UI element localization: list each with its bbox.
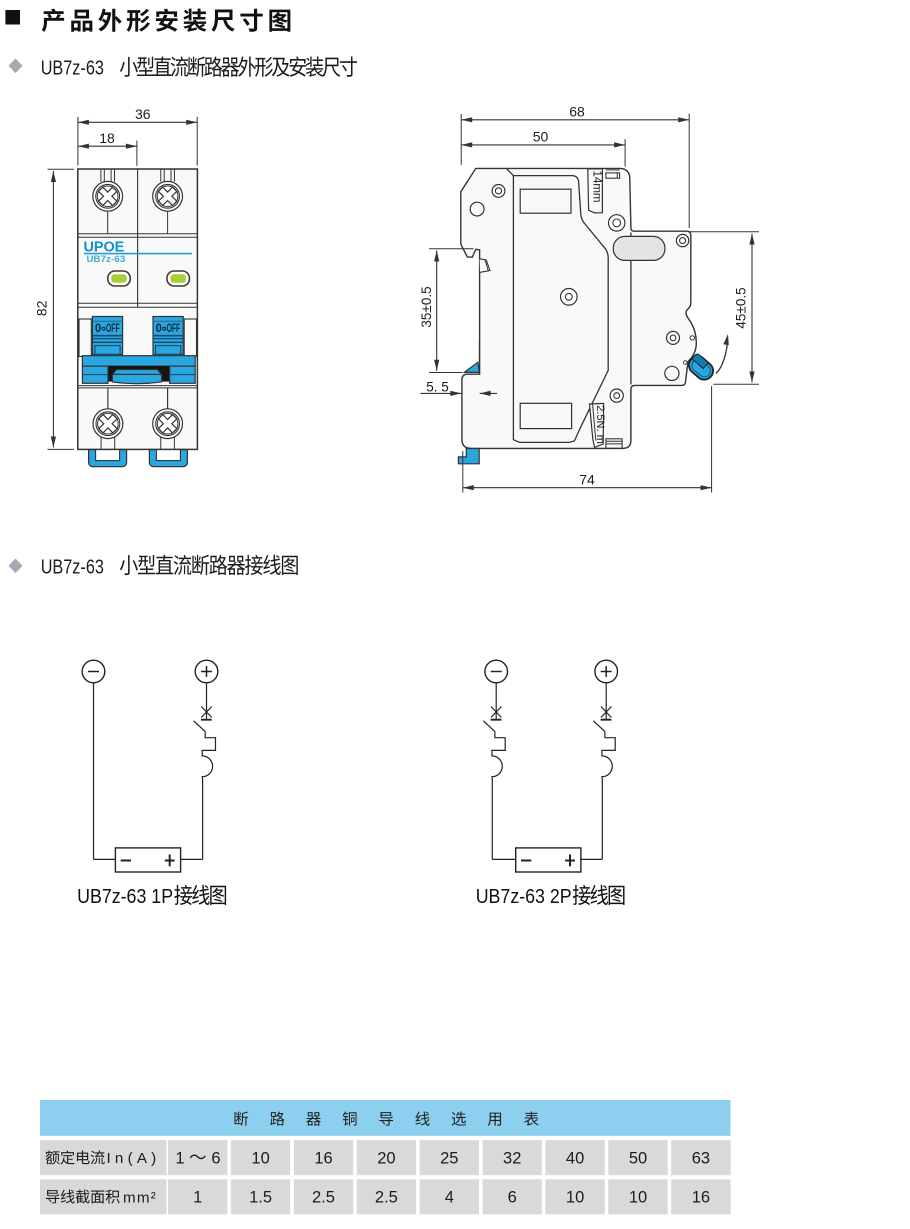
svg-text:36: 36	[135, 106, 151, 122]
svg-text:6: 6	[508, 1189, 517, 1207]
svg-text:6: 6	[211, 1150, 220, 1168]
svg-text:UB7z-63: UB7z-63	[87, 254, 126, 265]
svg-text:40: 40	[566, 1150, 584, 1168]
svg-text:OFF: OFF	[167, 323, 181, 335]
svg-text:16: 16	[314, 1150, 332, 1168]
svg-text:In(A): In(A)	[107, 1150, 161, 1167]
svg-text:16: 16	[692, 1189, 710, 1207]
svg-text:10: 10	[629, 1189, 647, 1207]
svg-text:10: 10	[251, 1150, 269, 1168]
svg-text:UB7z-63: UB7z-63	[41, 557, 104, 579]
svg-text:1.5: 1.5	[249, 1189, 272, 1207]
svg-text:35±0.5: 35±0.5	[419, 286, 434, 327]
svg-text:32: 32	[503, 1150, 521, 1168]
svg-text:OFF: OFF	[106, 323, 120, 335]
svg-text:63: 63	[692, 1150, 710, 1168]
svg-text:2.5: 2.5	[375, 1189, 398, 1207]
svg-text:14mm: 14mm	[590, 171, 602, 203]
svg-text:UB7z-63: UB7z-63	[41, 58, 104, 80]
svg-text:1: 1	[175, 1150, 184, 1168]
svg-text:25: 25	[440, 1150, 458, 1168]
svg-text:1: 1	[193, 1189, 202, 1207]
svg-text:UPOE: UPOE	[84, 240, 125, 256]
svg-text:5. 5: 5. 5	[426, 380, 449, 395]
svg-text:45±0.5: 45±0.5	[734, 287, 749, 328]
svg-text:50: 50	[533, 129, 549, 145]
svg-text:2.5N. m: 2.5N. m	[594, 405, 606, 444]
svg-text:UB7z-63 2P: UB7z-63 2P	[476, 886, 572, 908]
svg-text:0: 0	[156, 323, 162, 335]
svg-text:68: 68	[569, 104, 585, 120]
svg-text:UB7z-63 1P: UB7z-63 1P	[77, 886, 173, 908]
svg-text:10: 10	[566, 1189, 584, 1207]
svg-text:mm²: mm²	[123, 1189, 157, 1206]
svg-text:82: 82	[34, 300, 50, 316]
svg-text:4: 4	[445, 1189, 454, 1207]
svg-text:0: 0	[95, 323, 101, 335]
svg-text:20: 20	[377, 1150, 395, 1168]
svg-text:2.5: 2.5	[312, 1189, 335, 1207]
svg-text:18: 18	[99, 130, 115, 146]
svg-text:50: 50	[629, 1150, 647, 1168]
svg-text:74: 74	[579, 472, 595, 488]
